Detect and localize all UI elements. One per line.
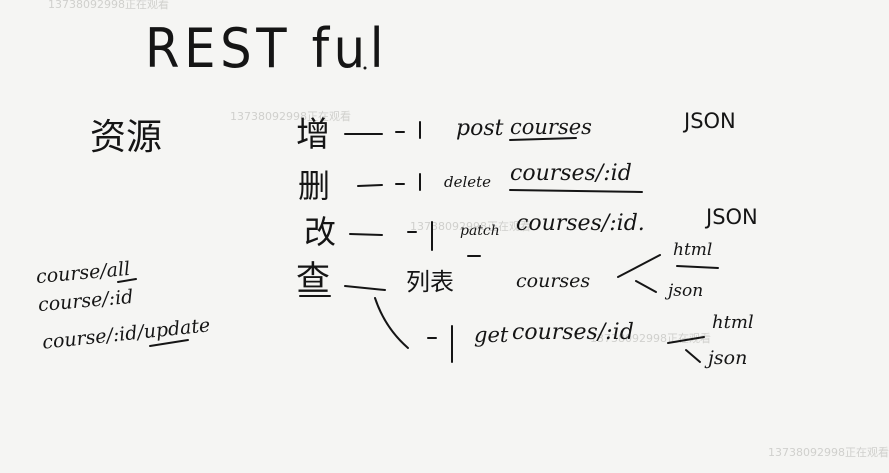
branch-single-json (685, 349, 701, 363)
arrow-query-list (344, 285, 386, 291)
underline-all (117, 278, 137, 283)
underline-courses-id (509, 189, 643, 193)
op-update: 改 (304, 213, 337, 251)
verb-patch: patch (460, 223, 500, 239)
title-dot (363, 66, 367, 70)
verb-post: post (456, 116, 504, 141)
underline-list-html (676, 265, 719, 269)
watermark-center: 13738092998正在观看 (410, 220, 531, 233)
path-courses-id-patch: courses/:id. (516, 211, 645, 236)
format-json-patch: JSON (706, 205, 758, 229)
branch-list-html (617, 254, 661, 278)
list-output-json: json (668, 281, 704, 301)
watermark-top: 13738092998正在观看 (48, 0, 169, 11)
format-json-post: JSON (684, 109, 736, 133)
op-create: 增 (296, 115, 330, 155)
branch-list-json (635, 280, 657, 293)
underline-courses-post (509, 137, 577, 141)
arrow-delete-line (357, 184, 383, 187)
title-text: REST ful (145, 17, 389, 80)
branch-single-html (667, 336, 705, 344)
arrow-create-head (395, 121, 421, 139)
path-courses-id-get: courses/:id (512, 320, 634, 345)
op-query: 查 (296, 259, 330, 299)
branch-query-single (374, 297, 409, 349)
op-delete: 删 (298, 167, 331, 205)
list-label: 列表 (406, 268, 454, 296)
path-courses-list: courses (516, 270, 591, 292)
path-courses-id-delete: courses/:id (510, 161, 632, 186)
underline-update (149, 339, 189, 347)
arrow-delete-head (395, 173, 421, 191)
arrow-get-head (427, 325, 453, 363)
path-courses-post: courses (510, 115, 592, 139)
list-output-html: html (673, 240, 713, 260)
single-output-json: json (708, 347, 748, 369)
arrow-update-head (407, 221, 433, 251)
arrow-update-line (349, 233, 383, 236)
single-output-html: html (712, 312, 754, 333)
watermark-bottom: 13738092998正在观看 (768, 446, 889, 459)
resource-label: 资源 (90, 117, 163, 158)
verb-get: get (474, 323, 509, 347)
verb-delete: delete (444, 173, 492, 191)
watermark-mid: 13738092998正在观看 (230, 110, 351, 123)
